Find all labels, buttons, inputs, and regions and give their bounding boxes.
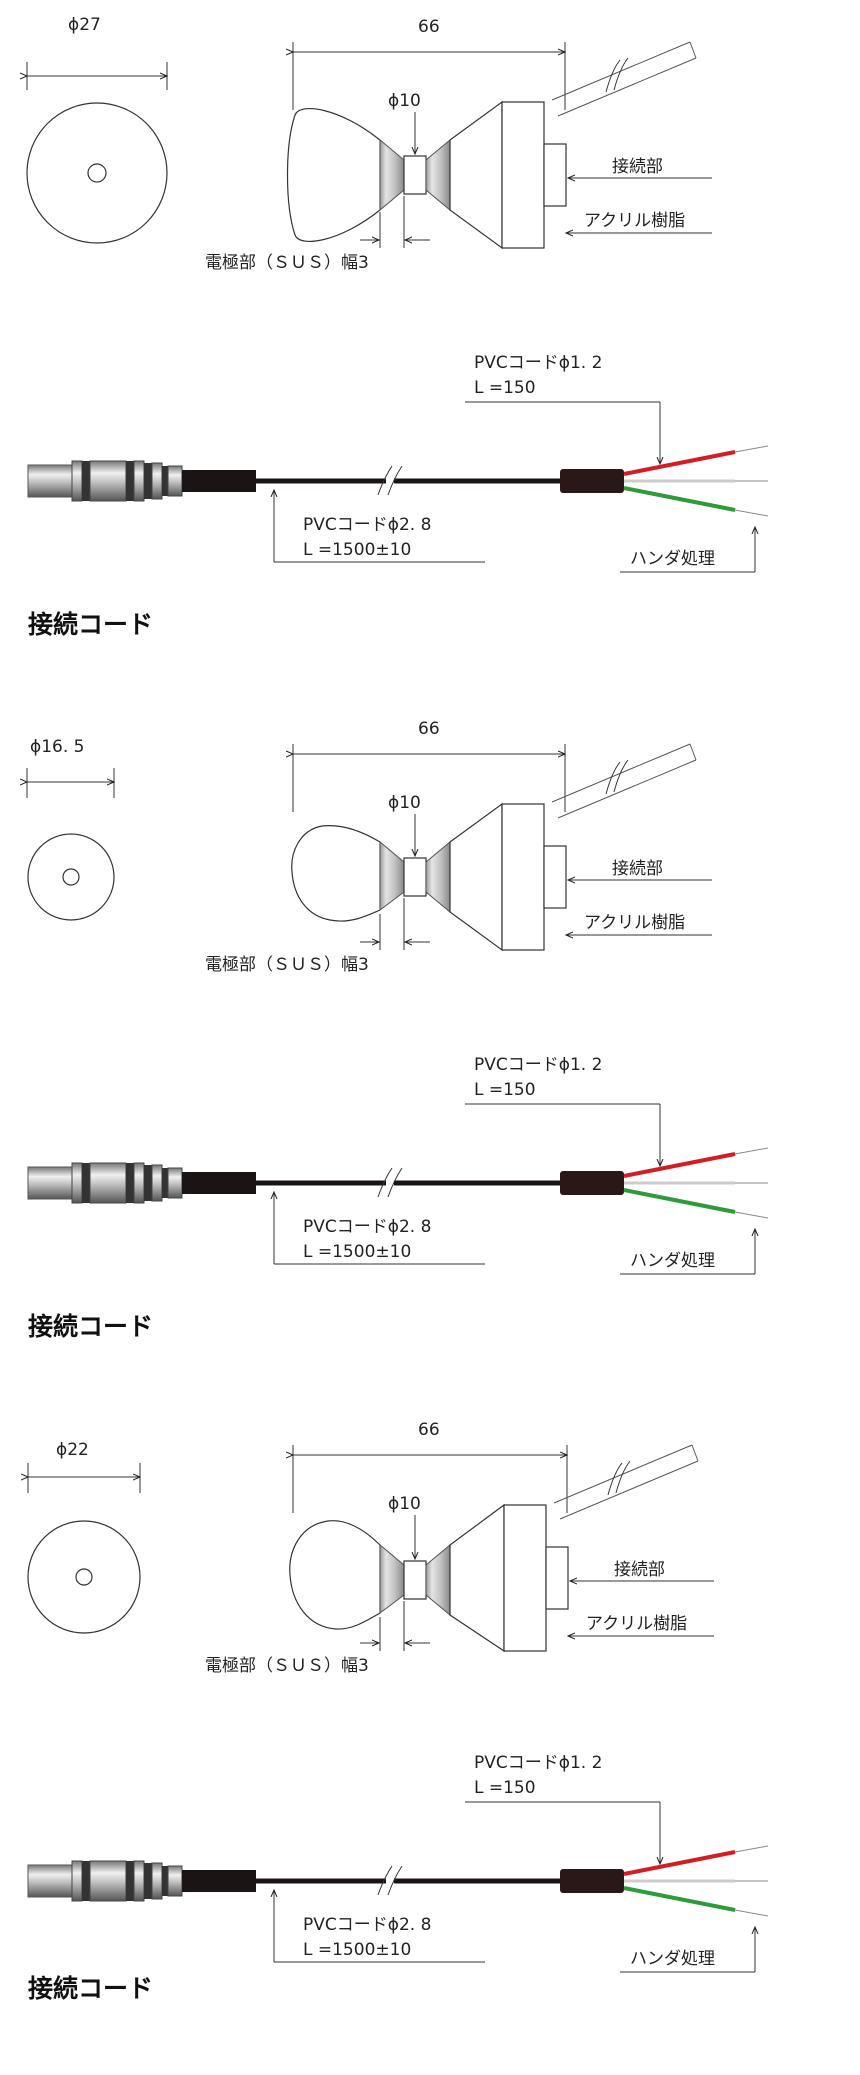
disk-top-view [27,768,114,921]
neck-diameter-label: ϕ10 [388,91,421,111]
acrylic-resin-label: アクリル樹脂 [586,1614,687,1634]
disk-diameter-label: ϕ27 [68,15,101,35]
electrode-length-label: 66 [418,1420,440,1440]
thin-cord-spec-label: PVCコードϕ1. 2 [474,1055,602,1075]
thin-cord-length-label: L =150 [474,378,536,398]
connection-part-label: 接続部 [612,157,663,177]
disk-top-view [28,1463,140,1634]
disk-center-hole [87,163,107,183]
electrode-part-label: 電極部（ＳＵＳ）幅3 [205,955,369,975]
connection-cord-drawing [27,401,769,573]
connection-part-label: 接続部 [612,859,663,879]
electrode-section-2: ϕ16. 5 66 [0,702,860,1372]
solder-label: ハンダ処理 [630,1949,715,1969]
electrode-side-view [292,743,712,952]
neck-diameter-label: ϕ10 [388,793,421,813]
main-cord-length-label: L =1500±10 [303,1940,411,1960]
disk-diameter-label: ϕ22 [56,1440,89,1460]
electrode-section-1: ϕ27 [0,0,860,670]
electrode-part-label: 電極部（ＳＵＳ）幅3 [205,1656,369,1676]
main-cord-length-label: L =1500±10 [303,1242,411,1262]
main-cord-length-label: L =1500±10 [303,540,411,560]
connection-cord-drawing [27,1801,769,1973]
disk-center-hole [75,1568,93,1586]
disk-top-view [27,62,167,244]
main-cord-spec-label: PVCコードϕ2. 8 [303,515,431,535]
section-title: 接続コード [28,610,153,639]
electrode-side-view [288,41,712,250]
electrode-length-label: 66 [418,17,440,37]
electrode-section-3: ϕ22 66 [0,1405,860,2075]
thin-cord-length-label: L =150 [474,1080,536,1100]
solder-label: ハンダ処理 [630,1251,715,1271]
section-title: 接続コード [28,1312,153,1341]
connection-cord-drawing [27,1103,769,1275]
solder-label: ハンダ処理 [630,549,715,569]
section-title: 接続コード [28,1974,153,2003]
thin-cord-length-label: L =150 [474,1778,536,1798]
thin-cord-spec-label: PVCコードϕ1. 2 [474,1753,602,1773]
thin-cord-spec-label: PVCコードϕ1. 2 [474,353,602,373]
connection-part-label: 接続部 [614,1560,665,1580]
electrode-length-label: 66 [418,719,440,739]
disk-center-hole [62,868,80,886]
acrylic-resin-label: アクリル樹脂 [584,913,685,933]
neck-diameter-label: ϕ10 [388,1494,421,1514]
acrylic-resin-label: アクリル樹脂 [584,211,685,231]
main-cord-spec-label: PVCコードϕ2. 8 [303,1217,431,1237]
main-cord-spec-label: PVCコードϕ2. 8 [303,1915,431,1935]
electrode-side-view [290,1444,714,1653]
electrode-part-label: 電極部（ＳＵＳ）幅3 [205,253,369,273]
disk-diameter-label: ϕ16. 5 [30,737,84,757]
